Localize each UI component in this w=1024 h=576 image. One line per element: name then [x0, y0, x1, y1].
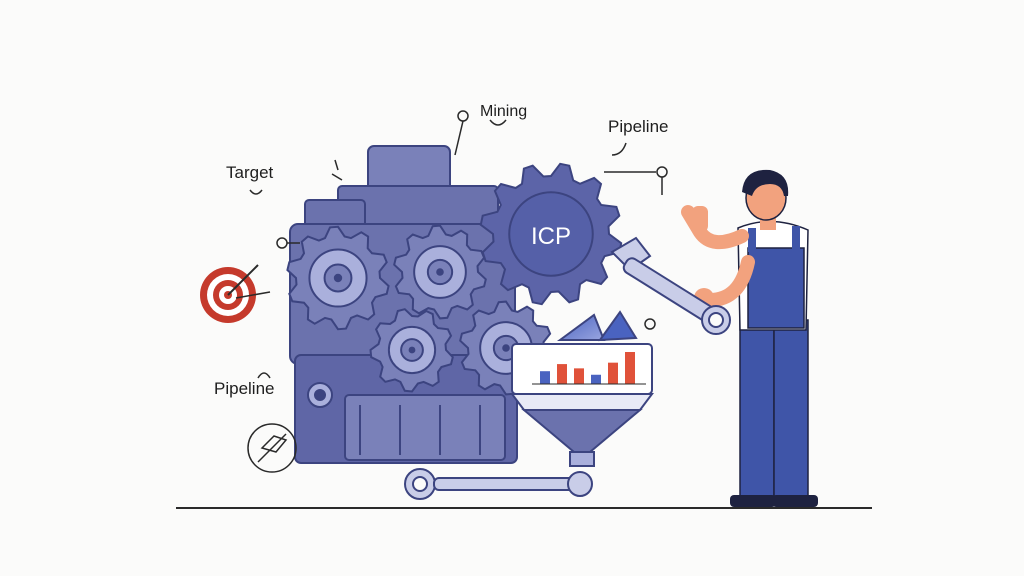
pickaxe-icon	[247, 423, 297, 473]
gear-icon	[393, 224, 487, 320]
gear-icon	[286, 225, 390, 331]
chart-bar	[557, 364, 567, 384]
chart-bar	[608, 362, 618, 384]
callout-lines	[249, 110, 668, 379]
bar-chart-icon	[532, 352, 646, 385]
chart-bar	[540, 371, 550, 384]
gear-icon	[479, 162, 623, 306]
worker-figure	[681, 169, 818, 507]
wrench-icon-large	[610, 236, 731, 335]
target-icon	[200, 264, 271, 323]
chart-bar	[574, 368, 584, 384]
label-target: Target	[226, 163, 274, 182]
label-pipeline-left: Pipeline	[214, 379, 275, 398]
gear-label-icp: ICP	[531, 223, 571, 250]
chart-bar	[625, 352, 635, 384]
label-pipeline-top: Pipeline	[608, 117, 669, 136]
chart-bar	[591, 374, 601, 384]
gear-icon	[369, 308, 454, 393]
wrench-icon	[404, 468, 593, 500]
label-mining: Mining	[480, 103, 527, 120]
